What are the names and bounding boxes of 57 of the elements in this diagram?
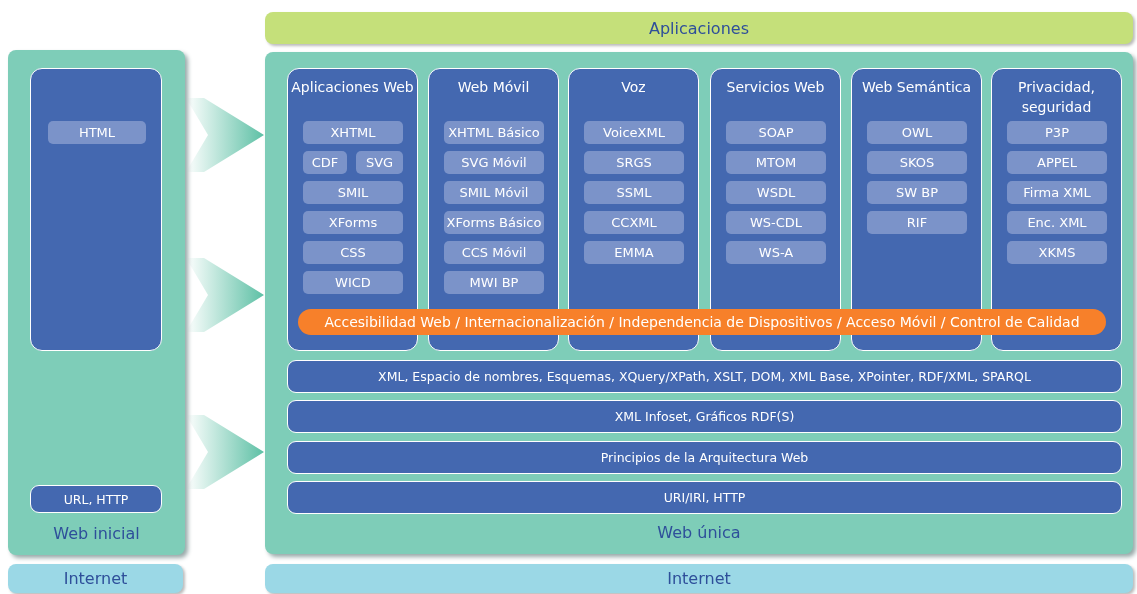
technology-tag: MWI BP (444, 271, 544, 294)
technology-tag: WICD (303, 271, 403, 294)
crosscutting-bar: Accesibilidad Web / Internacionalización / Independencia de Dispositivos / Acceso Móvil / Control de Calidad (298, 309, 1106, 335)
network-bar: Internet (8, 564, 183, 593)
technology-tag: CCXML (584, 211, 684, 234)
technology-tag: WS-A (726, 241, 826, 264)
technology-tag: EMMA (584, 241, 684, 264)
technology-tag: SOAP (726, 121, 826, 144)
layer-panel (265, 52, 1133, 554)
technology-tag: OWL (867, 121, 967, 144)
inner-panel (30, 68, 162, 351)
chevron-arrow (186, 98, 264, 172)
category-column (287, 68, 418, 351)
layer-bar: Principios de la Arquitectura Web (287, 441, 1122, 474)
applications-bar: Aplicaciones (265, 12, 1133, 44)
layer-bar: XML Infoset, Gráficos RDF(S) (287, 400, 1122, 433)
column-heading: Web Semántica (860, 78, 973, 97)
technology-tag: CCS Móvil (444, 241, 544, 264)
technology-tag: WS-CDL (726, 211, 826, 234)
technology-tag: RIF (867, 211, 967, 234)
technology-tag: VoiceXML (584, 121, 684, 144)
technology-tag: APPEL (1007, 151, 1107, 174)
technology-tag: HTML (48, 121, 146, 144)
technology-tag: P3P (1007, 121, 1107, 144)
layer-panel (8, 50, 185, 555)
technology-tag: SW BP (867, 181, 967, 204)
network-bar: Internet (265, 564, 1133, 593)
technology-tag: SRGS (584, 151, 684, 174)
layer-bar: URL, HTTP (30, 485, 162, 513)
technology-tag: CSS (303, 241, 403, 264)
chevron-arrow (186, 415, 264, 489)
technology-tag: SSML (584, 181, 684, 204)
panel-heading: Web inicial (53, 524, 140, 543)
column-heading: Privacidad, seguridad (1016, 78, 1097, 117)
technology-tag: XHTML (303, 121, 403, 144)
technology-tag: SKOS (867, 151, 967, 174)
column-heading: Aplicaciones Web (290, 78, 415, 97)
technology-tag: XHTML Básico (444, 121, 544, 144)
technology-tag: SVG Móvil (444, 151, 544, 174)
technology-tag: XForms Básico (444, 211, 544, 234)
technology-tag: SMIL Móvil (444, 181, 544, 204)
technology-tag: XForms (303, 211, 403, 234)
technology-tag: WSDL (726, 181, 826, 204)
technology-tag: Firma XML (1007, 181, 1107, 204)
technology-tag: Enc. XML (1007, 211, 1107, 234)
chevron-arrow (186, 258, 264, 332)
technology-tag: CDF (303, 151, 347, 174)
technology-tag: SMIL (303, 181, 403, 204)
column-heading: Voz (620, 78, 647, 97)
technology-tag: XKMS (1007, 241, 1107, 264)
layer-bar: XML, Espacio de nombres, Esquemas, XQuery/XPath, XSLT, DOM, XML Base, XPointer, RDF/XML, SPARQL (287, 360, 1122, 393)
column-heading: Servicios Web (725, 78, 826, 97)
layer-bar: URI/IRI, HTTP (287, 481, 1122, 514)
technology-tag: SVG (356, 151, 403, 174)
technology-tag: MTOM (726, 151, 826, 174)
column-heading: Web Móvil (456, 78, 531, 97)
panel-heading: Web única (657, 523, 741, 542)
